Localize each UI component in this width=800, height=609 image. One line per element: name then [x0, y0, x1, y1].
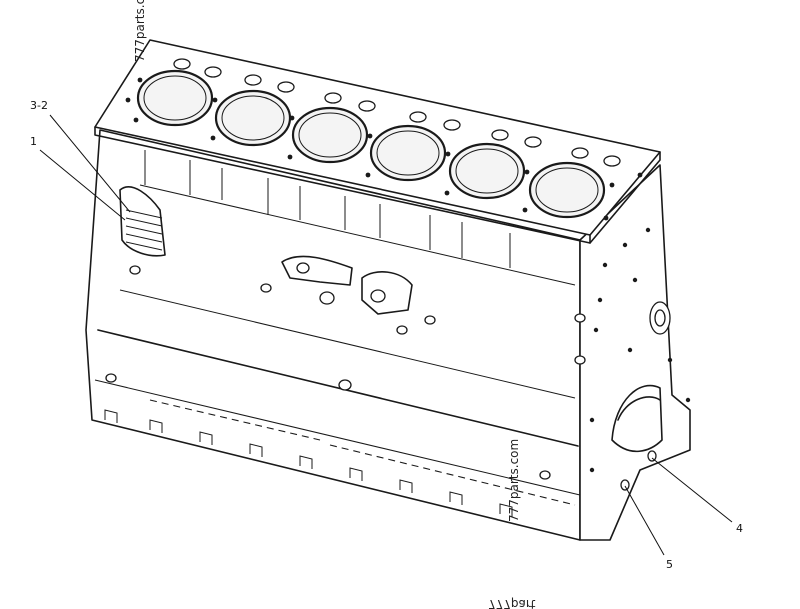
- cylinder-bore-6: [528, 161, 606, 219]
- cylinder-bore-4: [369, 124, 447, 182]
- callout-labels: 3-2 1 4 5: [30, 99, 743, 571]
- watermark-middle: 777parts.com: [507, 439, 521, 522]
- cylinder-bores: [136, 69, 606, 219]
- callout-1: 1: [30, 135, 37, 148]
- block-front-face: [85, 129, 691, 541]
- callout-4: 4: [736, 522, 743, 535]
- watermark-bottom: 777part: [488, 597, 536, 609]
- cylinder-bore-5: [448, 142, 526, 200]
- leader-3-2: [49, 114, 131, 213]
- leader-1: [39, 149, 126, 221]
- cylinder-bore-2: [214, 89, 292, 147]
- callout-5: 5: [666, 558, 673, 571]
- front-face-details: [94, 150, 581, 517]
- watermarks: 777parts.c 777parts.com 777part: [133, 0, 536, 609]
- leader-4: [651, 457, 733, 523]
- cylinder-bore-3: [291, 106, 369, 164]
- callout-3-2: 3-2: [30, 99, 48, 112]
- rear-end-details: [574, 227, 691, 491]
- cylinder-bore-1: [136, 69, 214, 127]
- deck-holes: [125, 58, 643, 221]
- leader-5: [624, 485, 665, 556]
- watermark-top: 777parts.c: [133, 0, 147, 62]
